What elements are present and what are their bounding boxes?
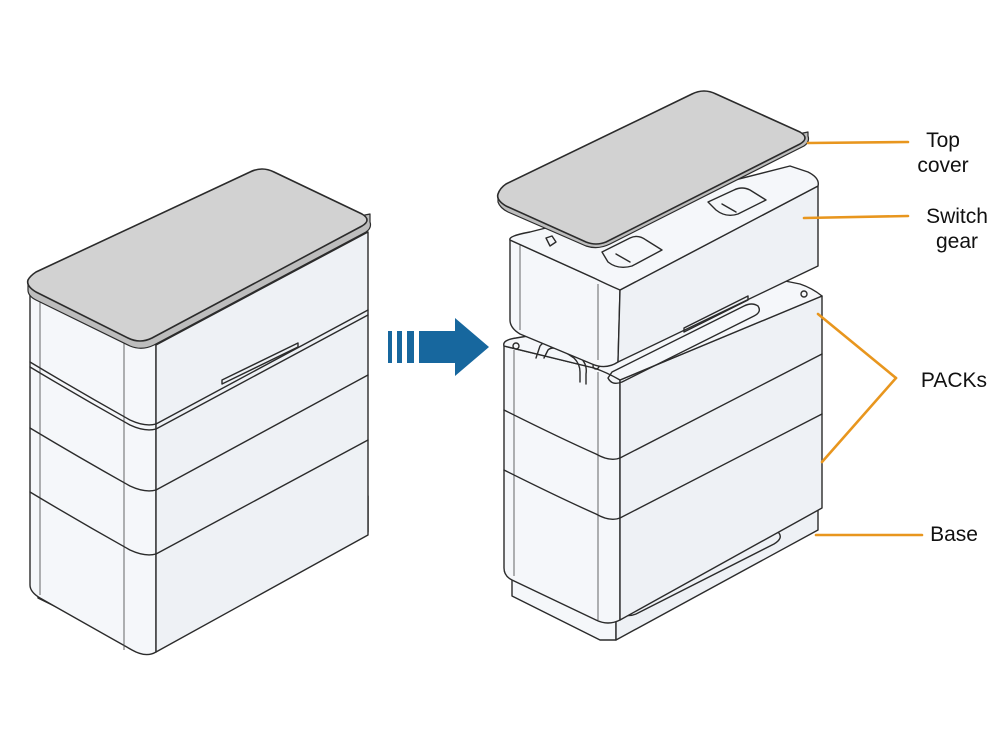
leader-packs-lower [820,376,898,464]
transition-arrow [388,318,489,376]
assembled-top-cover [26,168,368,342]
leader-lines [802,140,924,537]
assembled-unit [26,168,372,656]
leader-top-cover [806,140,910,145]
label-switch-gear: Switch gear [914,204,1000,254]
exploded-top-cover [496,90,810,249]
label-base-text: Base [930,523,978,546]
label-top-cover-line2: cover [917,154,969,177]
assembled-body-side [155,231,369,653]
label-switch-gear-line2: gear [935,230,979,253]
arrow-head [419,318,489,376]
label-packs-text: PACKs [920,369,988,392]
arrow-dash-2 [397,331,402,363]
arrow-dash-1 [388,331,392,363]
label-base: Base [924,522,984,547]
label-switch-gear-line1: Switch [926,205,988,228]
label-top-cover: Top cover [900,128,986,178]
label-packs: PACKs [912,368,996,393]
leader-packs-upper [816,312,898,380]
arrow-dash-3 [407,331,414,363]
exploded-switch-gear [509,165,819,368]
label-top-cover-line1: Top [926,129,960,152]
leader-switch-gear [802,214,910,220]
